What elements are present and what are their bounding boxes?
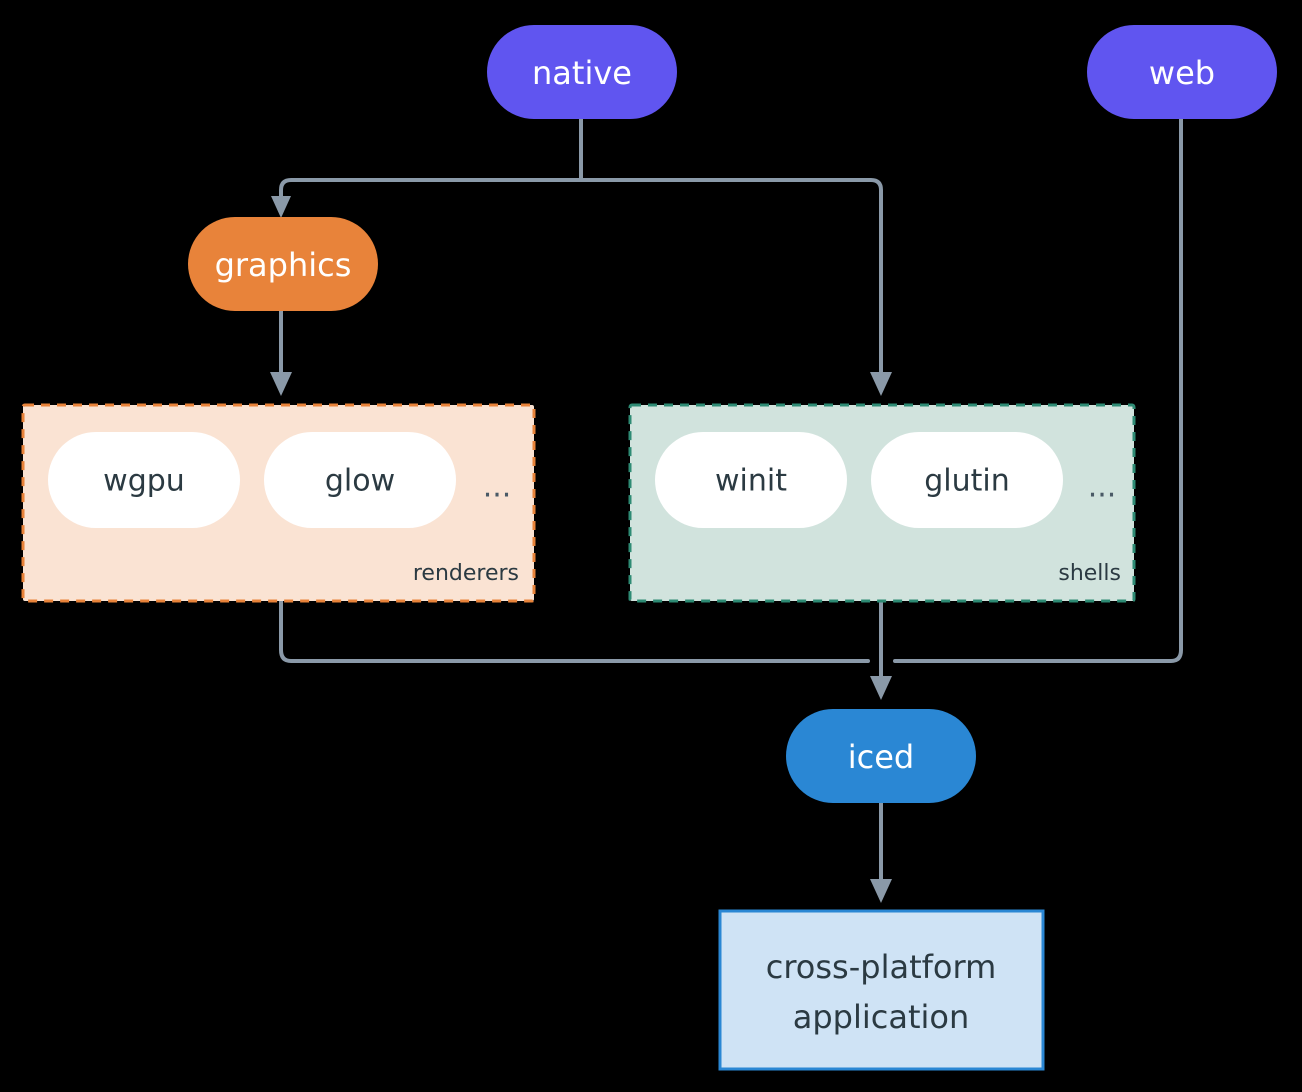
- node-application-shape: [718, 909, 1045, 1071]
- renderers-item-glow[interactable]: [264, 432, 456, 528]
- arrowhead-to-iced: [870, 676, 892, 700]
- node-iced-shape: [786, 709, 976, 803]
- node-graphics-label: graphics: [215, 246, 352, 284]
- node-application[interactable]: cross-platform application: [718, 909, 1045, 1071]
- node-web[interactable]: web: [1087, 25, 1277, 119]
- node-web-label: web: [1149, 54, 1215, 92]
- shells-item-glutin[interactable]: [871, 432, 1063, 528]
- renderers-item-glow-label: glow: [325, 464, 395, 499]
- renderers-item-wgpu-label: wgpu: [103, 464, 185, 499]
- arrowhead-to-renderers: [270, 372, 292, 396]
- edge-native-to-shells: [579, 178, 883, 377]
- node-graphics-shape: [188, 217, 378, 311]
- renderers-item-wgpu[interactable]: [48, 432, 240, 528]
- node-native[interactable]: native: [487, 25, 677, 119]
- arrowhead-to-graphics: [271, 196, 291, 218]
- arrowhead-to-application: [870, 879, 892, 903]
- node-native-shape: [487, 25, 677, 119]
- node-native-label: native: [532, 54, 632, 92]
- edge-renderers-to-merge: [279, 599, 870, 663]
- node-application-label-line-1: cross-platform: [766, 948, 996, 986]
- shells-item-winit-label: winit: [715, 464, 787, 499]
- group-renderers: wgpu glow ... renderers: [21, 403, 536, 603]
- shells-item-winit[interactable]: [655, 432, 847, 528]
- node-iced[interactable]: iced: [786, 709, 976, 803]
- arrowhead-to-shells: [870, 372, 892, 396]
- shells-item-glutin-label: glutin: [924, 464, 1010, 499]
- node-iced-label: iced: [848, 738, 914, 776]
- group-shells: winit glutin ... shells: [628, 403, 1136, 603]
- node-graphics[interactable]: graphics: [188, 217, 378, 311]
- edge-native-to-graphics: [279, 178, 583, 204]
- node-web-shape: [1087, 25, 1277, 119]
- group-renderers-caption: renderers: [413, 561, 519, 586]
- shells-ellipsis: ...: [1088, 470, 1117, 505]
- group-shells-caption: shells: [1058, 561, 1121, 586]
- node-application-label-line-2: application: [793, 998, 970, 1036]
- edge-layer: [270, 117, 1183, 903]
- edge-web-to-merge: [893, 117, 1183, 663]
- renderers-ellipsis: ...: [483, 470, 512, 505]
